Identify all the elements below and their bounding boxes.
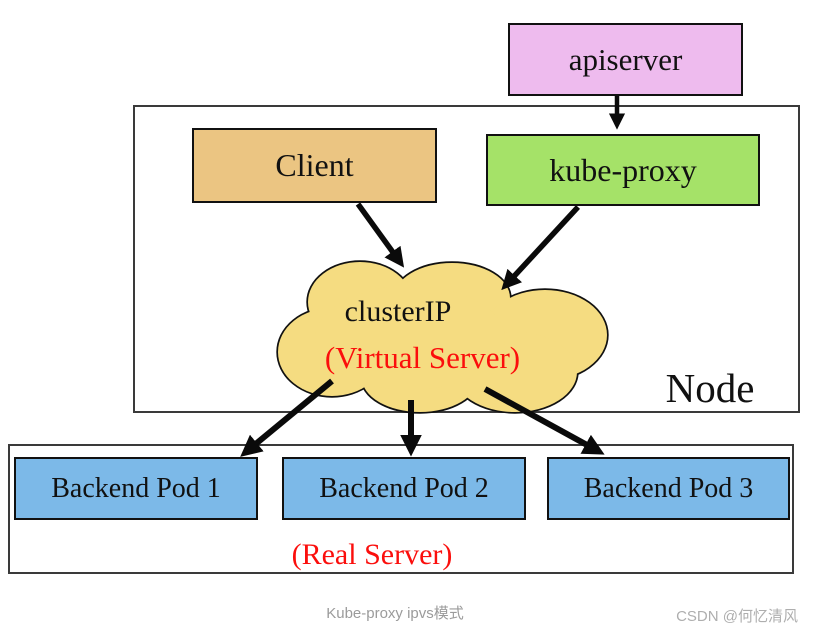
cluster-ip-label: clusterIP: [344, 295, 452, 328]
diagram-caption: Kube-proxy ipvs模式: [326, 605, 464, 622]
arrow-clusterip-to-pod1: [240, 378, 334, 457]
node-boundary-box: [133, 105, 800, 413]
node-boundary-label: Node: [665, 365, 755, 411]
virtual-server-label: (Virtual Server): [324, 340, 521, 375]
client-box: Client: [192, 128, 437, 203]
kube-proxy-box: kube-proxy: [486, 134, 760, 206]
apiserver-box: apiserver: [508, 23, 743, 96]
backend-pod-3-label: Backend Pod 3: [583, 472, 754, 504]
backend-pod-1-label: Backend Pod 1: [51, 472, 221, 504]
real-server-label: (Real Server): [291, 538, 453, 571]
cluster-ip-cloud-shape: [276, 260, 609, 414]
arrow-clusterip-to-pod3: [483, 386, 605, 455]
arrow-kube-proxy-to-clusterip: [501, 205, 581, 291]
kube-proxy-label: kube-proxy: [549, 151, 697, 188]
watermark: CSDN @何忆清风: [676, 608, 798, 625]
client-label: Client: [275, 147, 354, 183]
backend-pod-1-box: Backend Pod 1: [14, 457, 258, 520]
backend-pod-3-box: Backend Pod 3: [547, 457, 790, 520]
apiserver-label: apiserver: [568, 41, 683, 77]
backend-pod-2-label: Backend Pod 2: [319, 472, 489, 504]
arrow-client-to-clusterip: [355, 202, 405, 268]
backend-pod-2-box: Backend Pod 2: [282, 457, 526, 520]
